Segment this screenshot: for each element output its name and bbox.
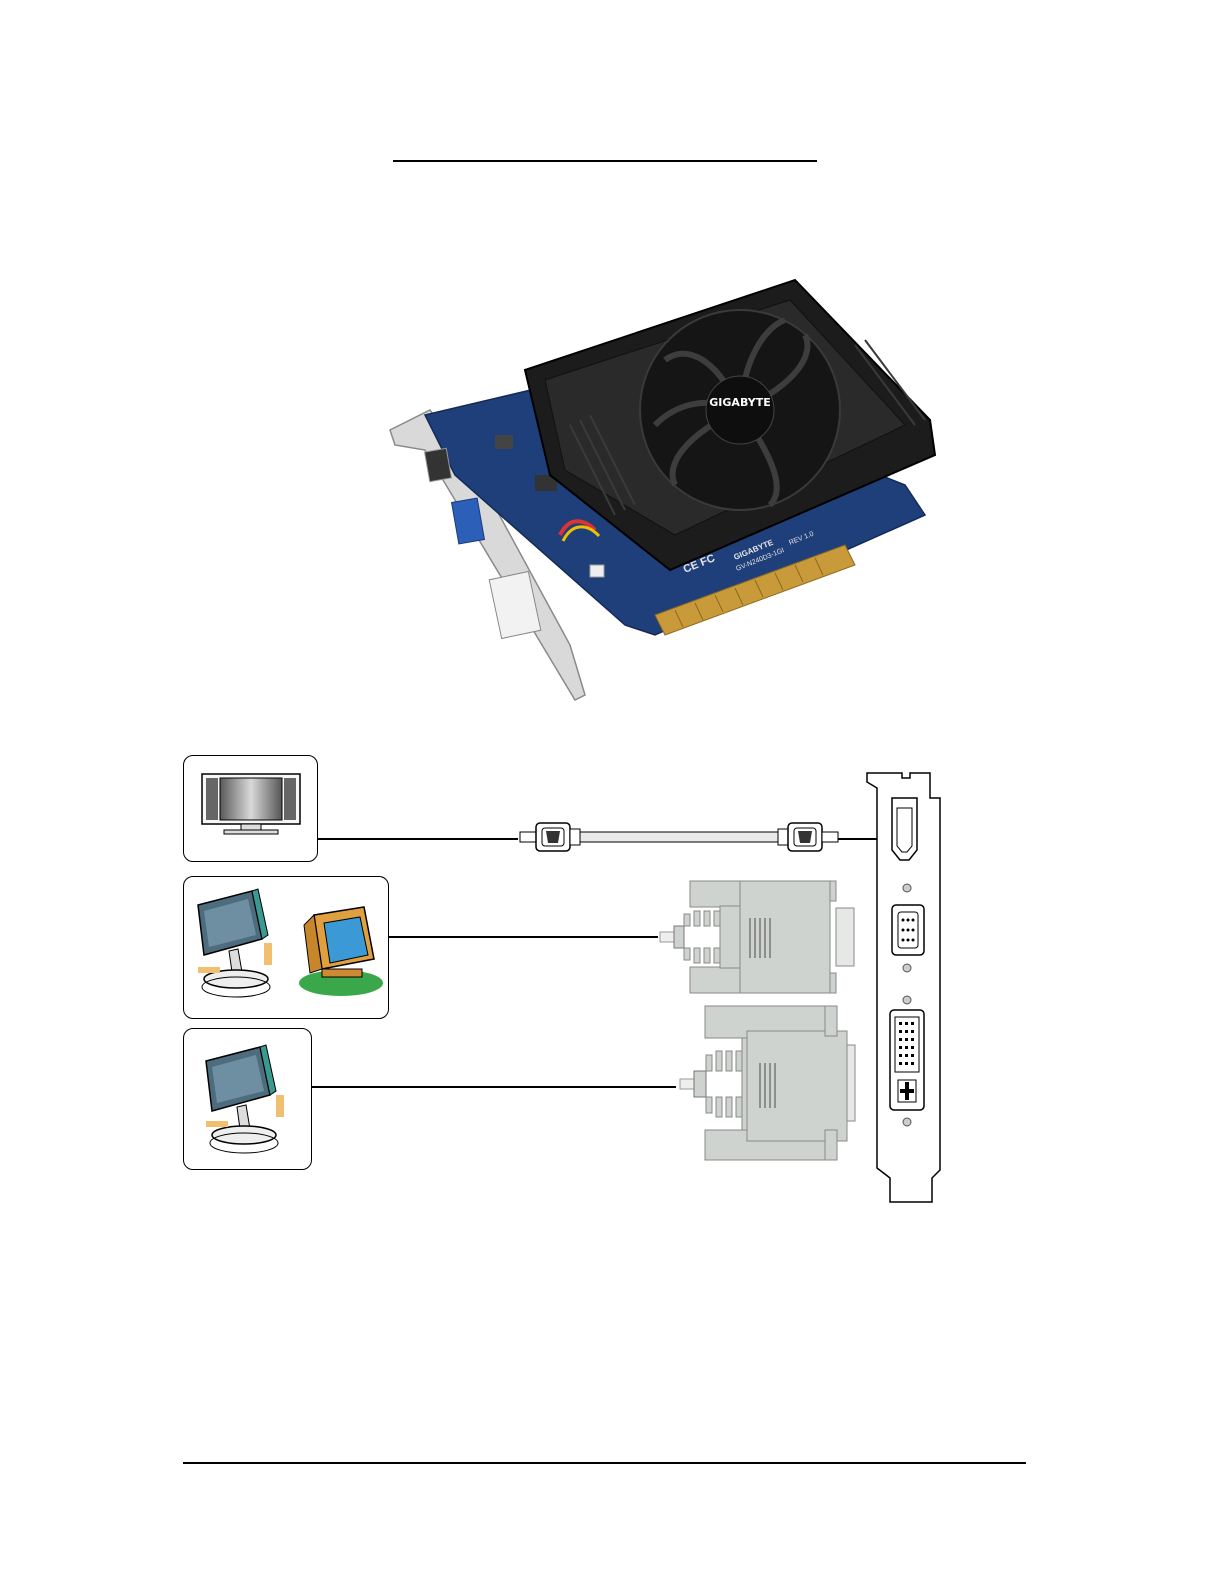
dvi-display-box <box>183 1028 312 1170</box>
vga-port-icon <box>892 905 924 955</box>
d-sub-connector <box>655 878 865 996</box>
lcd-crt-icons <box>184 877 388 1018</box>
hdmi-port-icon <box>892 798 917 860</box>
brand-logo: GIGABYTE <box>709 396 770 409</box>
hdtv-display-box <box>183 755 318 862</box>
hdmi-cable-line-left <box>318 838 518 840</box>
graphics-card-photo: GIGABYTE CE FC GIGABYTE GV-N240D3-1GI RE… <box>385 275 945 705</box>
footer-rule <box>183 1462 1026 1464</box>
dvi-connector <box>675 1003 885 1163</box>
vga-display-box <box>183 876 389 1019</box>
title-underline <box>393 160 817 162</box>
lcd-monitor-icon <box>198 889 272 997</box>
hdmi-cable <box>518 815 878 860</box>
lcd-monitor-icon <box>184 1029 311 1169</box>
dvi-cable-line <box>311 1086 676 1088</box>
dvi-port-icon <box>890 1010 924 1110</box>
card-bracket <box>862 770 947 1205</box>
crt-monitor-icon <box>299 907 383 996</box>
hdtv-icon <box>184 756 317 861</box>
vga-cable-line <box>388 936 658 938</box>
